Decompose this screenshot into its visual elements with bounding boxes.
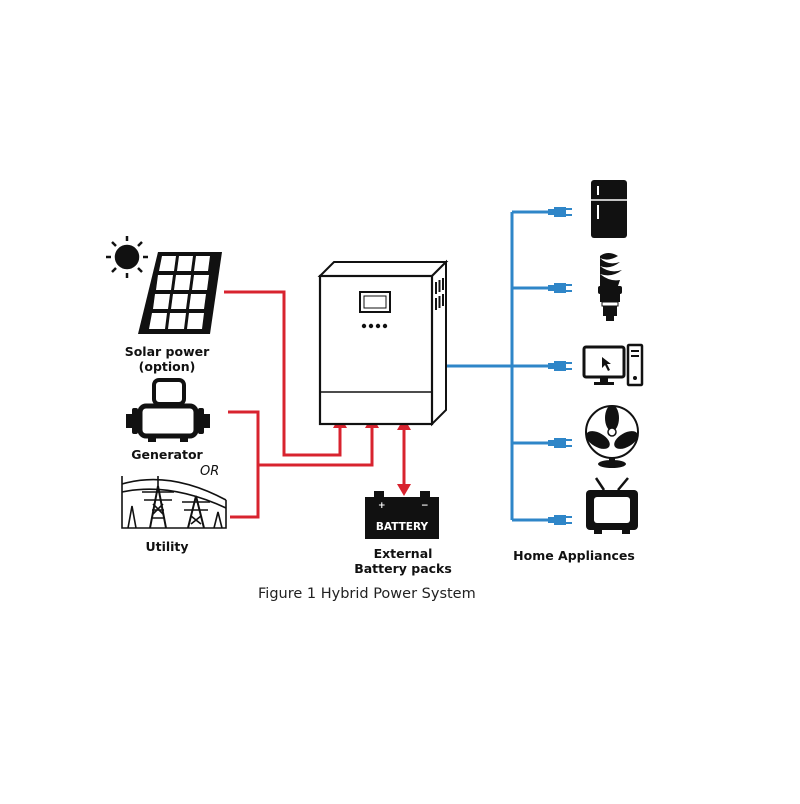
solar-power-label-line2: (option) <box>138 359 196 374</box>
generator-wire <box>228 410 260 519</box>
battery-icon: + − BATTERY <box>365 491 439 539</box>
grid-wire <box>258 420 374 467</box>
generator-icon <box>126 378 210 442</box>
battery-arrow-head-down <box>397 484 411 496</box>
svg-text:+: + <box>378 501 386 511</box>
solar-power-label-line1: Solar power <box>124 344 210 359</box>
home-appliances-label: Home Appliances <box>513 548 635 563</box>
svg-text:−: − <box>421 501 429 511</box>
solar-panel-icon <box>138 252 222 334</box>
computer-icon <box>582 343 644 387</box>
battery-device-text: BATTERY <box>376 521 429 533</box>
or-label: OR <box>200 464 220 479</box>
generator-label: Generator <box>131 447 203 462</box>
television-icon <box>586 477 638 534</box>
fan-icon <box>585 405 639 468</box>
battery-packs-label-line1: External <box>373 546 433 561</box>
utility-tower-icon <box>121 476 227 529</box>
battery-packs-label-line2: Battery packs <box>354 561 452 576</box>
load-wires <box>438 210 548 522</box>
inverter-icon <box>317 259 449 427</box>
utility-label: Utility <box>145 539 189 554</box>
figure-caption: Figure 1 Hybrid Power System <box>258 586 476 602</box>
light-bulb-icon <box>598 253 622 321</box>
battery-packs-label: External Battery packs <box>340 546 466 576</box>
sun-icon <box>106 236 148 278</box>
refrigerator-icon <box>591 180 627 238</box>
solar-wire <box>224 290 342 457</box>
plugs <box>548 207 572 525</box>
source-wires <box>224 290 406 519</box>
solar-power-label: Solar power (option) <box>112 344 222 374</box>
